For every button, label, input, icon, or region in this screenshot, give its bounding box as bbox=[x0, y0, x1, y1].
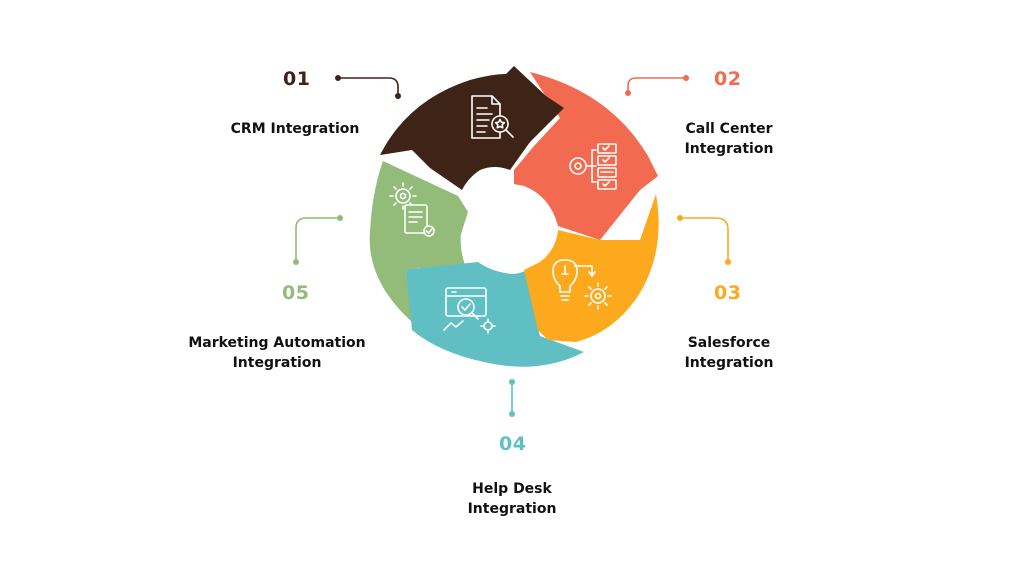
connector-05 bbox=[293, 215, 343, 265]
step-01-label-line1: CRM Integration bbox=[230, 121, 360, 137]
connector-03 bbox=[677, 215, 731, 265]
step-02-label-line1: Call Center bbox=[685, 121, 773, 137]
step-04-label-line1: Help Desk bbox=[472, 481, 552, 497]
step-01-label: CRM Integration bbox=[220, 119, 370, 139]
step-04-label: Help Desk Integration bbox=[447, 479, 577, 519]
step-03-number: 03 bbox=[714, 282, 742, 304]
checklist-target-icon bbox=[569, 143, 617, 190]
gear-document-icon bbox=[389, 182, 435, 237]
segment-01 bbox=[380, 66, 564, 190]
segment-03 bbox=[524, 194, 659, 342]
analytics-search-icon bbox=[443, 287, 496, 334]
step-02-label-line2: Integration bbox=[684, 141, 774, 157]
step-05-number: 05 bbox=[282, 282, 310, 304]
step-04-number: 04 bbox=[499, 433, 527, 455]
document-search-icon bbox=[471, 95, 514, 139]
segment-02 bbox=[514, 72, 658, 240]
connector-01 bbox=[335, 75, 401, 99]
step-02-number: 02 bbox=[714, 68, 742, 90]
segment-04 bbox=[406, 262, 584, 367]
step-02-label: Call Center Integration bbox=[664, 119, 794, 159]
connector-04 bbox=[509, 379, 515, 417]
step-03-label: Salesforce Integration bbox=[664, 333, 794, 373]
lightbulb-gear-icon bbox=[552, 259, 612, 310]
step-05-label: Marketing Automation Integration bbox=[172, 333, 382, 373]
step-05-label-line2: Integration bbox=[232, 355, 322, 371]
step-03-label-line1: Salesforce bbox=[687, 335, 771, 351]
step-03-label-line2: Integration bbox=[684, 355, 774, 371]
step-04-label-line2: Integration bbox=[467, 501, 557, 517]
segment-02-shape bbox=[514, 72, 658, 240]
connector-02 bbox=[625, 75, 689, 96]
step-01-number: 01 bbox=[283, 68, 311, 90]
step-05-label-line1: Marketing Automation bbox=[188, 335, 366, 351]
